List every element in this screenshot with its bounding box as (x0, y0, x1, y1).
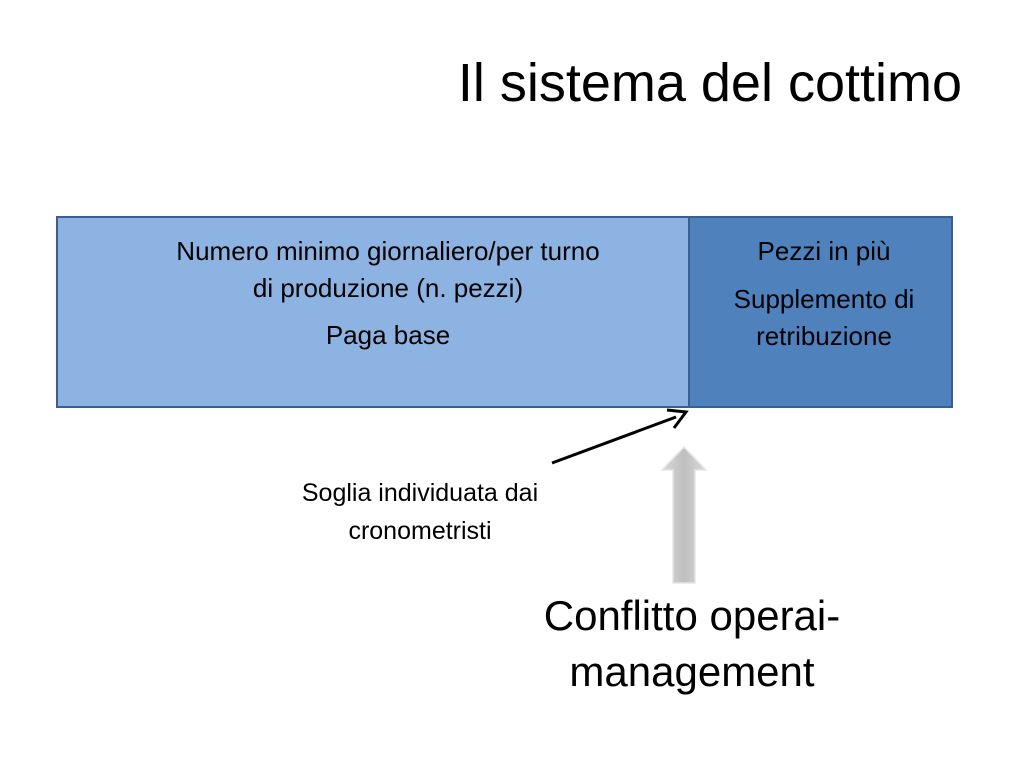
conflict-label-line-1: Conflitto operai- (543, 592, 841, 639)
base-pay-text: Numero minimo giornaliero/per turno di p… (108, 231, 668, 355)
block-arrow-up-icon (660, 445, 708, 584)
threshold-label: Soglia individuata dai cronometristi (250, 474, 590, 550)
extra-pay-text: Pezzi in più Supplemento di retribuzione (700, 231, 948, 356)
base-segment-line-3: Paga base (325, 320, 451, 350)
arrow-up-right-icon (551, 408, 689, 465)
extra-segment-line-2: Supplemento di (733, 284, 915, 314)
conflict-label-line-2: management (569, 648, 815, 695)
base-pay-segment (56, 216, 688, 408)
extra-segment-line-1: Pezzi in più (757, 236, 891, 266)
threshold-label-line-2: cronometristi (348, 517, 492, 545)
conflict-label: Conflitto operai- management (482, 588, 902, 700)
threshold-label-line-1: Soglia individuata dai (301, 479, 539, 507)
base-segment-line-2: di produzione (n. pezzi) (252, 273, 524, 303)
base-segment-line-1: Numero minimo giornaliero/per turno (176, 236, 600, 266)
extra-pay-segment (688, 216, 953, 408)
extra-segment-line-3: retribuzione (756, 321, 892, 351)
slide-title: Il sistema del cottimo (457, 53, 962, 113)
